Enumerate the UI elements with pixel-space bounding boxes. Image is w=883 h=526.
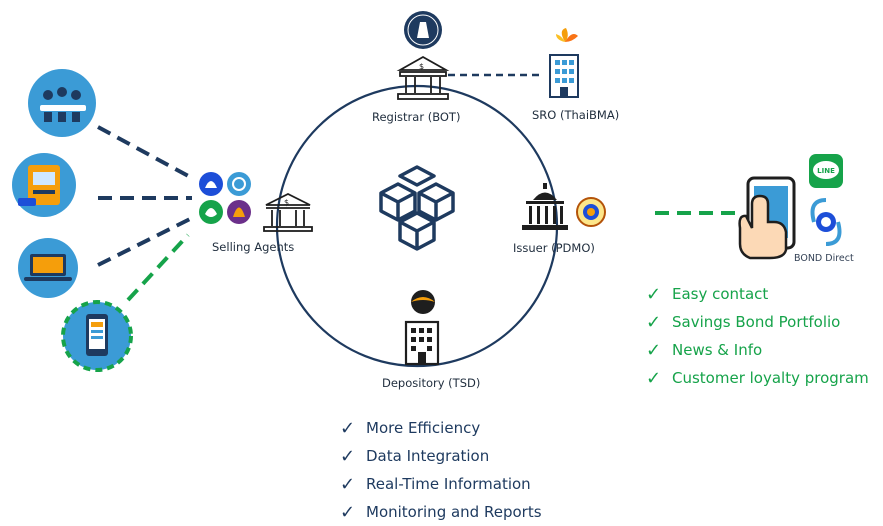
line-app-icon	[809, 154, 843, 188]
checkmark-icon: ✓	[340, 445, 356, 467]
issuer-building-icon	[522, 183, 568, 230]
bond-direct-logo-icon	[810, 198, 842, 246]
depository-label: Depository (TSD)	[382, 376, 481, 390]
line-badge-text: LINE	[817, 167, 835, 175]
features-list: ✓More Efficiency ✓Data Integration ✓Real…	[340, 414, 542, 526]
svg-text:$: $	[419, 62, 424, 71]
mobile-channel-icon	[61, 300, 133, 372]
benefit-item: ✓Savings Bond Portfolio	[646, 311, 841, 333]
benefit-item: ✓Easy contact	[646, 283, 769, 305]
sro-label: SRO (ThaiBMA)	[532, 108, 620, 122]
blockchain-cubes-icon	[379, 165, 455, 251]
registrar-bank-icon: $	[396, 55, 450, 100]
checkmark-icon: ✓	[646, 339, 662, 361]
checkmark-icon: ✓	[340, 417, 356, 439]
pdmo-seal-icon	[576, 197, 606, 227]
sro-building-icon	[549, 54, 579, 98]
selling-agents-label: Selling Agents	[212, 240, 295, 254]
benefit-item: ✓Customer loyalty program	[646, 367, 869, 389]
registrar-label: Registrar (BOT)	[372, 110, 461, 124]
connector-branch	[97, 125, 193, 180]
selling-agents-bank-icon: $	[263, 192, 313, 232]
connector-mobile	[126, 233, 190, 302]
benefits-list: ✓Easy contact ✓Savings Bond Portfolio ✓N…	[646, 280, 869, 392]
checkmark-icon: ✓	[646, 283, 662, 305]
issuer-label: Issuer (PDMO)	[513, 241, 595, 255]
thaibma-logo-icon	[556, 28, 578, 42]
internet-banking-channel-icon	[18, 238, 78, 298]
feature-item: ✓Monitoring and Reports	[340, 501, 542, 523]
checkmark-icon: ✓	[340, 473, 356, 495]
tsd-logo-icon	[411, 290, 435, 314]
connector-laptop	[97, 216, 193, 267]
feature-item: ✓Real-Time Information	[340, 473, 531, 495]
bond-direct-label: BOND Direct	[794, 253, 854, 264]
branch-channel-icon	[28, 69, 96, 137]
bank-logos-icon	[199, 172, 251, 224]
feature-item: ✓More Efficiency	[340, 417, 481, 439]
checkmark-icon: ✓	[646, 311, 662, 333]
checkmark-icon: ✓	[340, 501, 356, 523]
svg-text:$: $	[284, 198, 289, 207]
bot-emblem-icon	[404, 11, 442, 49]
feature-item: ✓Data Integration	[340, 445, 490, 467]
atm-channel-icon	[12, 153, 76, 217]
phone-hand-icon	[738, 176, 796, 260]
checkmark-icon: ✓	[646, 367, 662, 389]
depository-building-icon	[404, 320, 440, 366]
benefit-item: ✓News & Info	[646, 339, 763, 361]
